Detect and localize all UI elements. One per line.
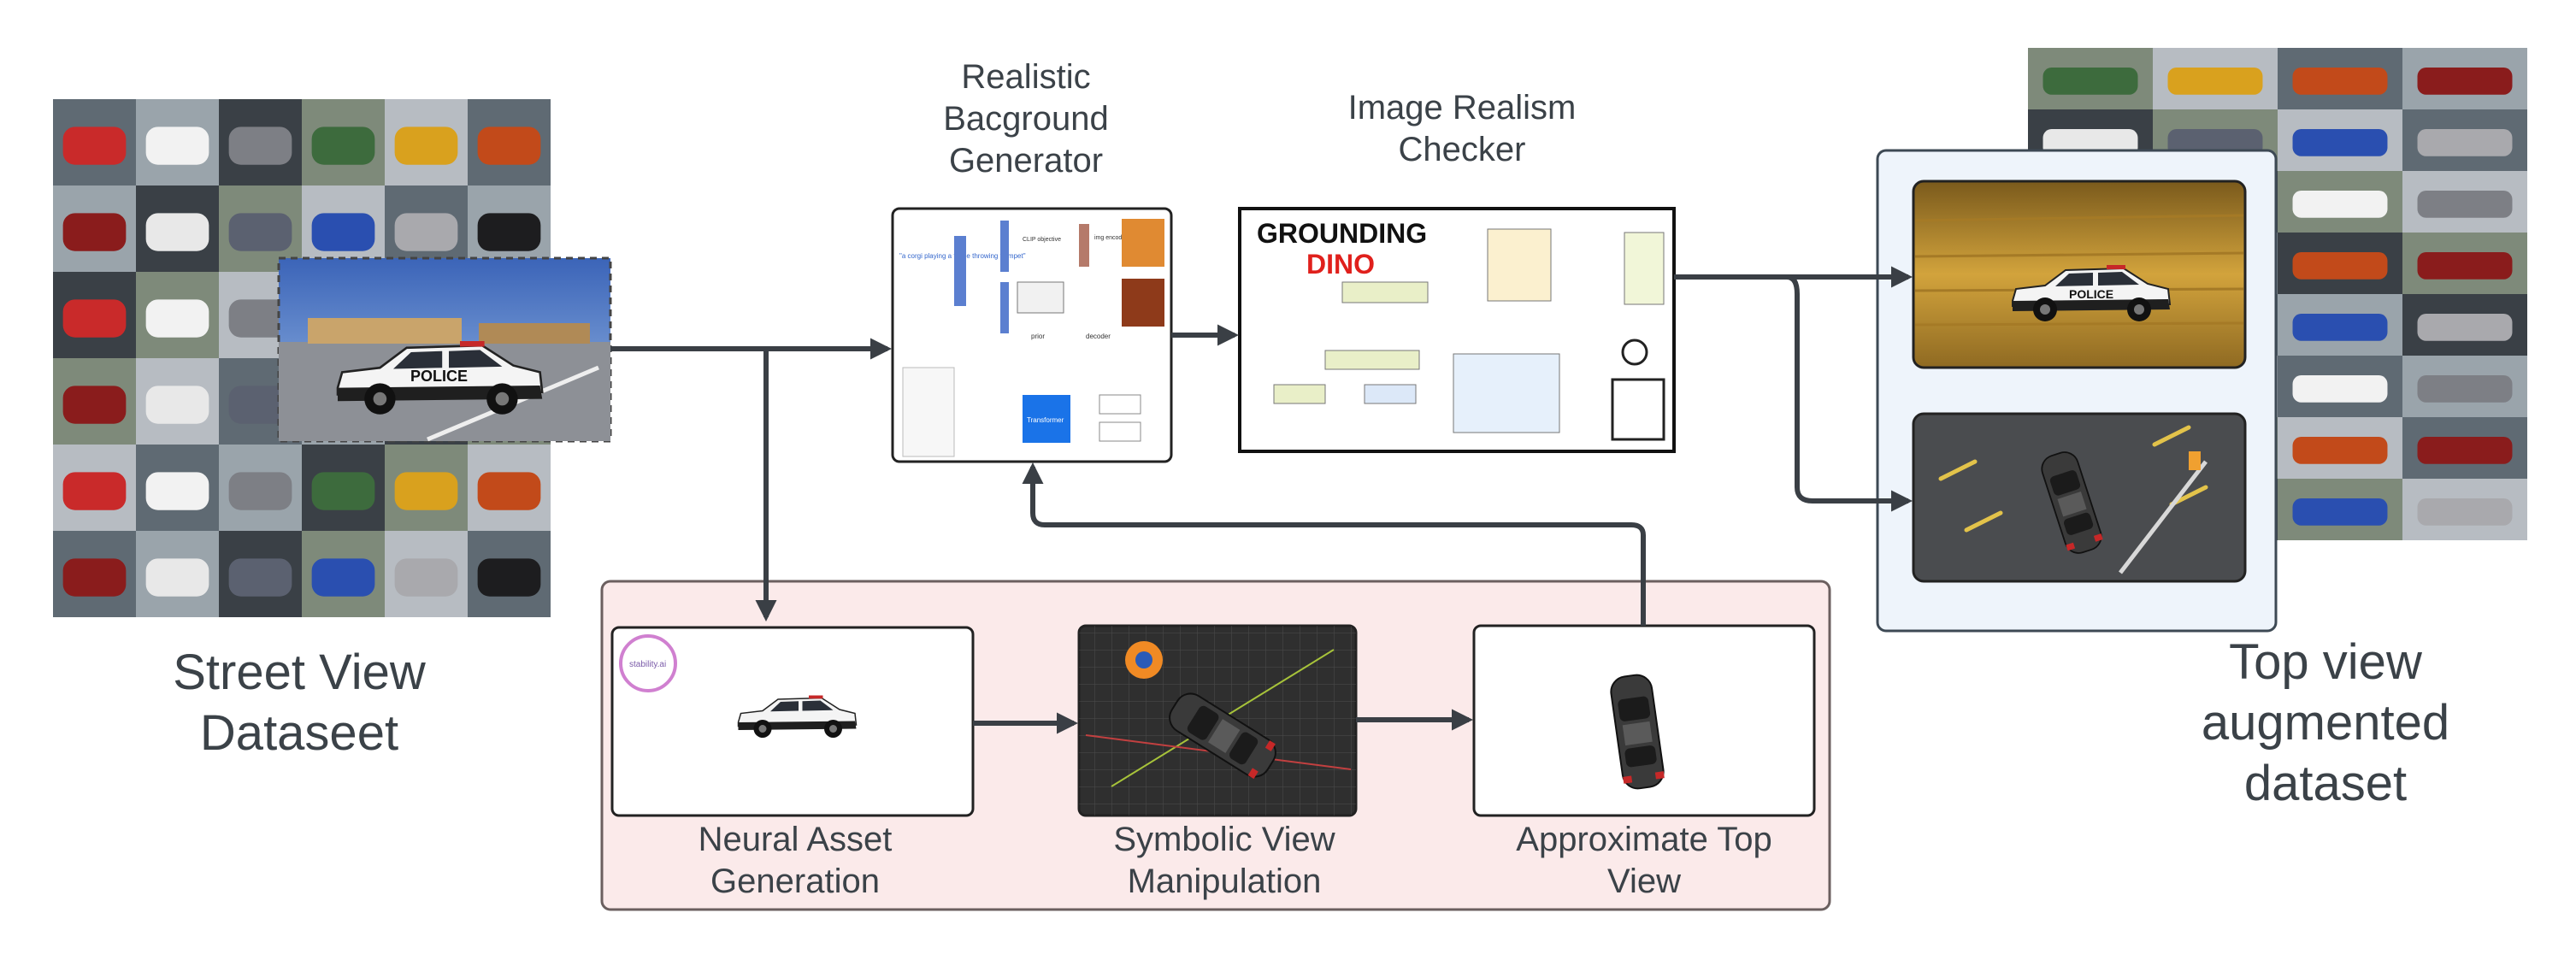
mosaic-car [394,127,458,165]
street-view-label: Street View Dataseet [173,645,426,761]
mosaic-car [477,213,541,251]
mosaic-car [2417,68,2513,95]
mosaic-car [62,472,127,510]
mosaic-car [477,127,541,165]
mosaic-car [311,127,375,165]
mosaic-car [228,127,292,165]
arrow-approx-to-generator [1022,462,1646,626]
mosaic-car [2292,129,2388,156]
grounding-subtitle: DINO [1306,249,1375,280]
mosaic-car [145,472,209,510]
mosaic-car [2167,68,2263,95]
bg-prior: prior [1031,333,1045,340]
stability-logo: stability.ai [629,660,666,669]
mosaic-car [2292,68,2388,95]
mosaic-car [228,558,292,597]
bg-encoder: img encoder [1094,235,1128,241]
grounding-title: GROUNDING [1257,218,1427,249]
symbolic-view-image [1077,624,1358,817]
arrow-checker-to-output-bottom [1786,274,1913,512]
bg-decoder: decoder [1086,333,1111,340]
mosaic-car [2417,437,2513,464]
output-police-text: POLICE [2069,287,2113,301]
mosaic-car [228,213,292,251]
mosaic-car [145,386,209,424]
mosaic-car [62,558,127,597]
mosaic-car [477,558,541,597]
mosaic-car [2417,129,2513,156]
mosaic-car [477,472,541,510]
mosaic-car [145,127,209,165]
mosaic-car [394,472,458,510]
bg-transformer: Transformer [1027,416,1064,424]
mosaic-car [62,127,127,165]
approx-top-image [1472,624,1816,817]
mosaic-car [2417,314,2513,341]
mosaic-car [145,213,209,251]
mosaic-car [2417,375,2513,403]
mosaic-car [2417,498,2513,526]
mosaic-car [394,558,458,597]
mosaic-car [62,386,127,424]
grounding-dino-box: GROUNDING DINO [1238,207,1676,453]
police-text: POLICE [410,368,468,385]
mosaic-car [145,299,209,338]
mosaic-car [2417,252,2513,280]
approx-top-label: Approximate Top View [1516,821,1772,900]
mosaic-car [311,213,375,251]
mosaic-car [228,299,292,338]
mosaic-car [2292,252,2388,280]
mosaic-car [2292,375,2388,403]
street-view-police-image: POLICE [277,256,612,443]
mosaic-car [228,472,292,510]
realism-checker-label: Image Realism Checker [1347,89,1577,168]
bg-clip: CLIP objective [1023,237,1061,243]
output-image-field: POLICE [1912,180,2247,369]
mosaic-car [2292,498,2388,526]
neural-asset-image: stability.ai [610,626,975,817]
bg-generator-label: Realistic Bacground Generator [943,58,1109,180]
mosaic-car [2417,191,2513,218]
neural-asset-label: Neural Asset Generation [698,821,893,900]
mosaic-car [145,558,209,597]
mosaic-car [2292,437,2388,464]
mosaic-car [2292,314,2388,341]
background-generator-box: "a corgi playing a flame throwing trumpe… [891,207,1173,463]
mosaic-car [394,213,458,251]
mosaic-car [311,472,375,510]
symbolic-view-label: Symbolic View Manipulation [1113,821,1335,900]
mosaic-car [2292,191,2388,218]
mosaic-car [228,386,292,424]
top-view-label: Top view augmented dataset [2201,634,2450,811]
output-image-topview [1912,412,2247,583]
connector-arrows [610,266,1913,734]
mosaic-car [311,558,375,597]
mosaic-car [62,299,127,338]
mosaic-car [62,213,127,251]
mosaic-car [2043,68,2138,95]
